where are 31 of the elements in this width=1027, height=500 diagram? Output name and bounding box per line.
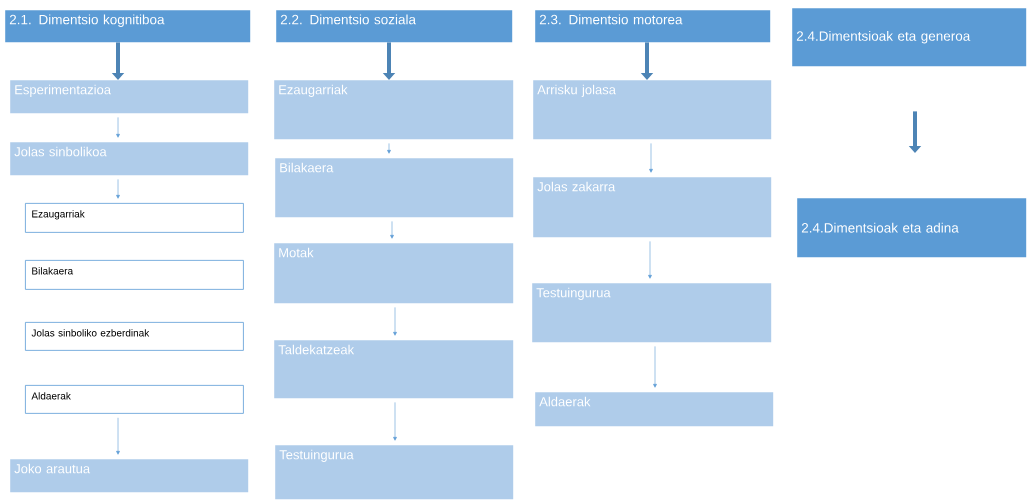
topic-box: Jolas zakarra <box>533 177 772 238</box>
arrow <box>116 117 120 138</box>
header-box: 2.3. Dimentsio motorea <box>535 10 771 43</box>
header-box: 2.4.Dimentsioak eta adina <box>797 198 1027 258</box>
arrow <box>649 143 653 173</box>
arrow <box>116 417 120 455</box>
topic-box: Arrisku jolasa <box>533 80 772 140</box>
subtopic-box: Jolas sinboliko ezberdinak <box>25 322 244 351</box>
arrow <box>390 221 394 239</box>
arrow <box>387 143 391 154</box>
arrow <box>116 179 120 199</box>
topic-box: Testuingurua <box>532 283 772 343</box>
topic-box: Esperimentazioa <box>10 80 249 114</box>
topic-box: Aldaerak <box>535 392 774 427</box>
header-box: 2.2. Dimentsio soziala <box>276 10 513 43</box>
arrow <box>393 402 397 441</box>
subtopic-box: Bilakaera <box>25 260 244 290</box>
arrow <box>648 241 652 279</box>
subtopic-box: Aldaerak <box>25 385 244 414</box>
subtopic-box: Ezaugarriak <box>25 203 244 233</box>
header-box: 2.4.Dimentsioak eta generoa <box>792 8 1027 67</box>
topic-box: Testuingurua <box>275 445 514 500</box>
topic-box: Ezaugarriak <box>274 80 514 140</box>
topic-box: Motak <box>274 243 514 304</box>
topic-box: Jolas sinbolikoa <box>10 142 249 176</box>
arrow <box>653 346 657 388</box>
arrow <box>393 307 397 336</box>
topic-box: Taldekatzeak <box>274 340 514 399</box>
topic-box: Bilakaera <box>275 158 514 218</box>
header-box: 2.1. Dimentsio kognitiboa <box>5 10 251 43</box>
topic-box: Joko arautua <box>10 459 249 493</box>
